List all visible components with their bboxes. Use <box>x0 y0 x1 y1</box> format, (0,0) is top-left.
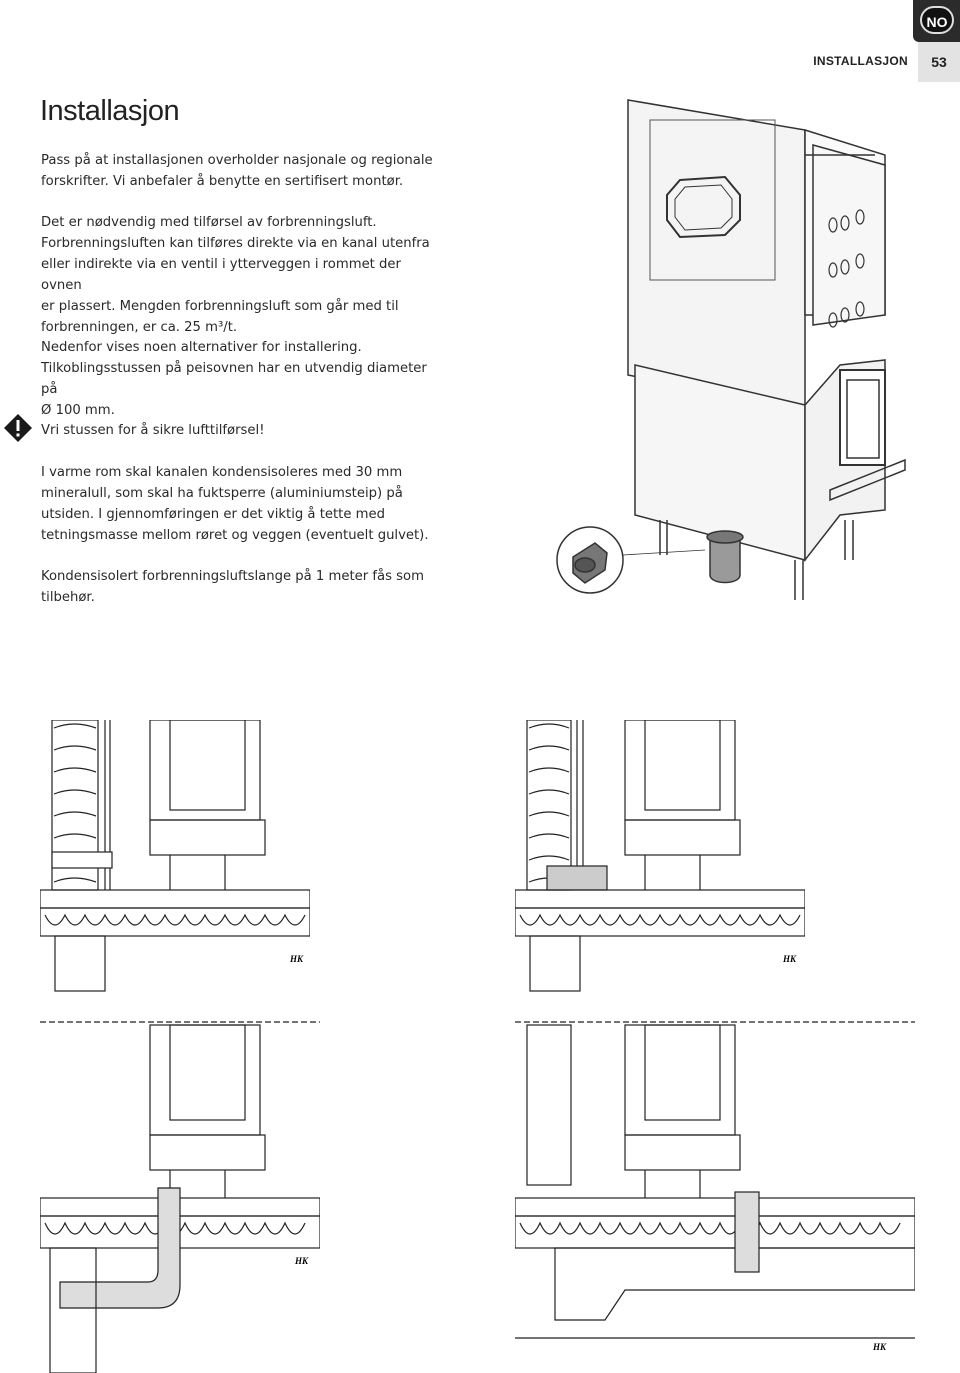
install-diagram-floor-hose: HK <box>40 1021 320 1373</box>
page-number: 53 <box>918 42 960 82</box>
hk-label-4: HK <box>872 1342 887 1352</box>
exclamation-warning-icon <box>4 414 32 442</box>
stove-illustration <box>556 99 906 600</box>
section-label: INSTALLASJON <box>813 54 908 68</box>
install-diagram-wall-duct: HK <box>40 720 310 992</box>
paragraph-insulation: I varme rom skal kanalen kondensisoleres… <box>41 465 429 543</box>
language-badge: NO <box>920 6 954 34</box>
paragraph-combustion-air: Det er nødvendig med tilførsel av forbre… <box>41 215 430 335</box>
install-diagram-foundation-hose: HK <box>515 1021 915 1352</box>
paragraph-accessory: Kondensisolert forbrenningsluftslange på… <box>41 569 424 605</box>
hk-label-3: HK <box>294 1256 309 1266</box>
hk-label-1: HK <box>289 954 304 964</box>
hk-label-2: HK <box>782 954 797 964</box>
paragraph-alternatives: Nedenfor vises noen alternativer for ins… <box>41 340 427 418</box>
paragraph-regulations: Pass på at installasjonen overholder nas… <box>41 153 433 189</box>
warning-text: Vri stussen for å sikre lufttilførsel! <box>41 423 265 438</box>
install-diagram-wall-hose: HK <box>515 720 805 992</box>
page-title: Installasjon <box>40 95 180 127</box>
